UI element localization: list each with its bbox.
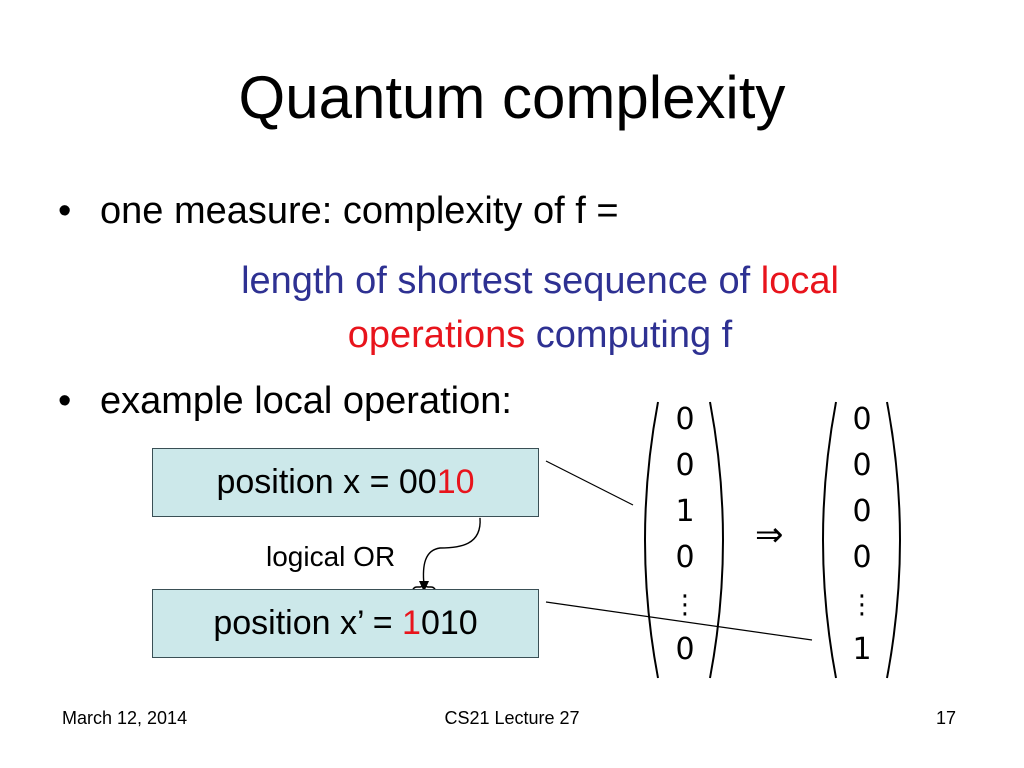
definition-line-1: length of shortest sequence of local xyxy=(100,258,980,304)
position-x-prefix: position x = 00 xyxy=(216,463,437,501)
definition-blue-text-2: computing f xyxy=(535,314,733,356)
vector-before-entry: 1 xyxy=(675,494,695,529)
bullet-dot: • xyxy=(58,380,72,422)
connector-line-bottom xyxy=(545,601,813,641)
bullet-1: • one measure: complexity of f = xyxy=(58,188,619,234)
brace-bottom xyxy=(411,580,437,596)
definition-red-text-2: operations xyxy=(347,314,526,356)
vector-before-entry: 0 xyxy=(675,448,695,483)
definition-line-2: operations computing f xyxy=(100,312,980,358)
bullet-2-text: example local operation: xyxy=(100,380,512,422)
vector-after-dots: ⋮ xyxy=(849,589,875,619)
bullet-dot: • xyxy=(58,190,72,232)
vector-after-entry: 0 xyxy=(852,494,872,529)
position-x-prime-suffix: 010 xyxy=(420,604,478,642)
footer-page-number: 17 xyxy=(936,708,957,728)
position-x-box: position x = 0010 xyxy=(152,448,539,517)
position-x-prime-highlight: 1 xyxy=(402,604,421,642)
vector-after-entry: 0 xyxy=(852,402,872,437)
vector-before-entry: 0 xyxy=(675,402,695,437)
bullet-1-text: one measure: complexity of f = xyxy=(100,190,619,232)
vector-after-entry: 0 xyxy=(852,448,872,483)
right-paren-vector1 xyxy=(709,401,724,679)
left-paren-vector2 xyxy=(822,401,837,679)
vector-before-dots: ⋮ xyxy=(672,589,698,619)
logical-or-label: logical OR xyxy=(266,541,396,572)
position-x-highlight: 10 xyxy=(436,463,475,501)
vector-before-entry: 0 xyxy=(675,540,695,575)
vector-after-entry: 1 xyxy=(852,632,872,667)
bullet-2: • example local operation: xyxy=(58,378,512,424)
left-paren-vector1 xyxy=(644,401,659,679)
position-x-prime-prefix: position x’ = xyxy=(213,604,403,642)
curved-arrow xyxy=(422,517,481,586)
vector-before-entry: 0 xyxy=(675,632,695,667)
vector-after: 0 0 0 0 ⋮ 1 xyxy=(842,397,882,673)
footer-date: March 12, 2014 xyxy=(62,708,188,728)
footer-course: CS21 Lecture 27 xyxy=(444,708,580,728)
definition-blue-text-1: length of shortest sequence of xyxy=(241,260,751,302)
connector-line-top xyxy=(545,460,634,506)
slide-title: Quantum complexity xyxy=(238,64,786,131)
definition-red-text-1: local xyxy=(760,260,839,302)
implies-arrow: ⇒ xyxy=(755,515,784,555)
right-paren-vector2 xyxy=(886,401,901,679)
position-x-prime-box: position x’ = 1010 xyxy=(152,589,539,658)
vector-before: 0 0 1 0 ⋮ 0 xyxy=(665,397,705,673)
arrow-head xyxy=(419,581,429,592)
vector-after-entry: 0 xyxy=(852,540,872,575)
